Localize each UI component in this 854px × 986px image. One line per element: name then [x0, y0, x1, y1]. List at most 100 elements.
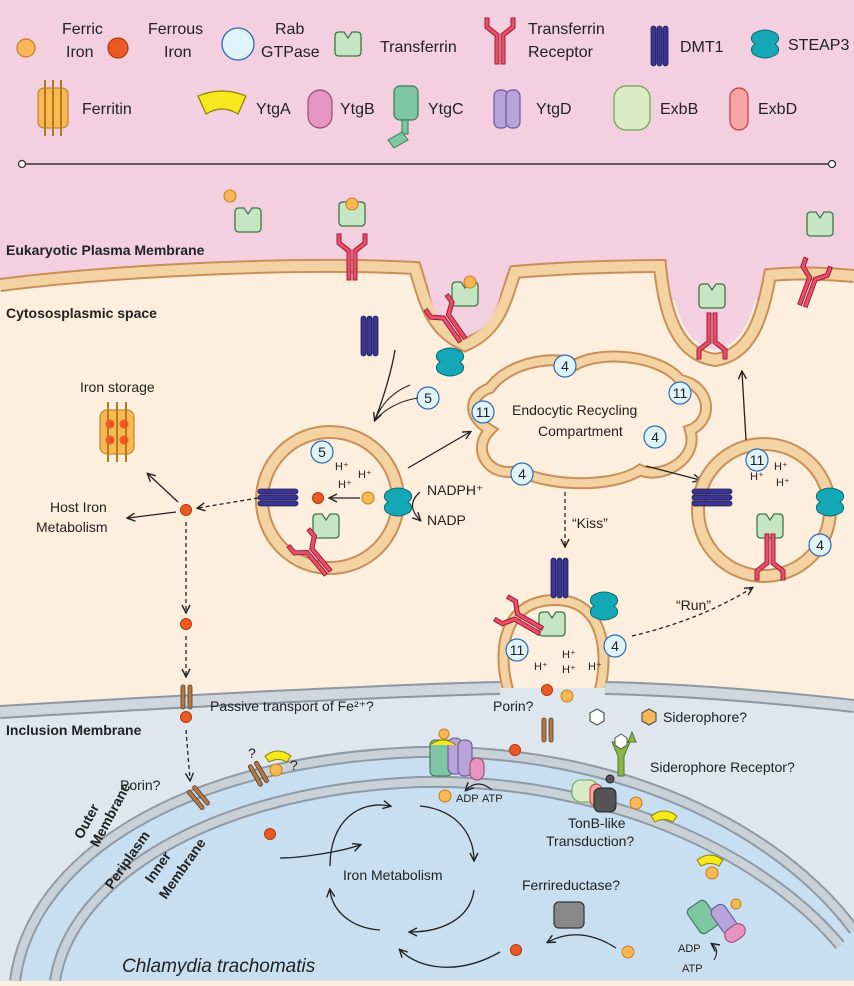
ferrous-endosome — [312, 492, 324, 504]
ferric-released — [560, 689, 574, 703]
rab11-erc-left: 11 — [476, 404, 491, 420]
ytgbcd-complex-2 — [686, 898, 746, 943]
ytga-icon — [197, 90, 247, 115]
adp-label-1: ADP — [456, 793, 479, 805]
ferritin-icon — [37, 80, 69, 136]
ferric-ytga-3 — [705, 866, 719, 880]
rab4-erc-right: 4 — [651, 429, 659, 445]
porin-outer-label: Porin? — [120, 777, 161, 793]
dmt1-kiss — [550, 557, 569, 599]
ferric-periplasm — [629, 796, 643, 810]
porin-inclusion-label: Porin? — [493, 698, 534, 714]
ferric-ytga-1 — [269, 763, 283, 777]
ferric-inner — [621, 945, 635, 959]
h-label-4: H⁺ — [774, 461, 788, 473]
siderophore-label: Siderophore? — [663, 709, 747, 725]
steap3-endosome — [383, 487, 413, 517]
rab4-kiss-label: 4 — [611, 638, 619, 654]
tonb-label-2: Transduction? — [546, 833, 634, 849]
h-label-1: H⁺ — [335, 461, 349, 473]
ytga-question: ? — [290, 757, 298, 773]
siderophore-empty — [589, 708, 605, 726]
h-label-3: H⁺ — [338, 479, 352, 491]
h-label-7: H⁺ — [562, 649, 576, 661]
ferrous-inner — [510, 944, 522, 956]
rab4-recycling-label: 4 — [816, 537, 824, 553]
legend-receptor-label: Transferrin — [528, 21, 605, 38]
porin-question-1: ? — [248, 745, 256, 761]
rab11-recycling-label: 11 — [750, 452, 765, 468]
iron-storage-label: Iron storage — [80, 379, 155, 395]
rab4-kiss — [603, 634, 627, 658]
cytosolic-space-label: Cytososplasmic space — [6, 305, 157, 321]
erc-label: Endocytic Recycling — [512, 402, 637, 418]
h-label-5: H⁺ — [750, 471, 764, 483]
legend-exbb-label: ExbB — [660, 101, 698, 118]
legend-ferrous-label-2: Iron — [164, 44, 192, 61]
rab-gtpase-icon — [221, 27, 255, 61]
legend-dmt1-label: DMT1 — [680, 39, 724, 56]
rab11-recycling — [745, 448, 769, 472]
rab4-erc-bottom: 4 — [518, 466, 526, 482]
ferric-endosome — [361, 491, 375, 505]
h-label-10: H⁺ — [588, 661, 602, 673]
ytgb-icon — [307, 89, 333, 129]
steap3-cytosolic — [435, 347, 465, 377]
ferric-ytg — [438, 789, 452, 803]
extracellular-region — [0, 0, 854, 300]
ferric-iron-icon — [16, 38, 36, 58]
atp-label-2: ATP — [682, 963, 703, 975]
rab11-kiss-label: 11 — [510, 642, 525, 658]
legend-ferric-label-2: Iron — [66, 44, 94, 61]
legend-rab-label-2: GTPase — [261, 44, 320, 61]
legend-ytga-label: YtgA — [256, 101, 291, 118]
dmt1-recycling — [691, 488, 733, 507]
atp-label-1: ATP — [482, 793, 503, 805]
legend: Ferric Iron Ferrous Iron Rab GTPase Tran… — [16, 17, 849, 67]
exbb-icon — [613, 85, 651, 131]
rab5-endosome — [310, 440, 334, 464]
legend-ytgb-label: YtgB — [340, 101, 375, 118]
dmt1-endosome — [257, 488, 299, 507]
siderophore-receptor — [611, 730, 637, 777]
host-iron-label-2: Metabolism — [36, 519, 108, 535]
chlamydia-cytoplasm — [15, 751, 854, 981]
adp-label-2: ADP — [678, 943, 701, 955]
ferrous-to-inclusion — [180, 618, 192, 630]
ferric-in-pit — [463, 275, 477, 289]
legend-ytgc-label: YtgC — [428, 101, 464, 118]
siderophore-loaded — [641, 708, 657, 726]
rab5-endosome-label: 5 — [318, 444, 326, 460]
rab11-erc-right: 11 — [673, 385, 688, 401]
iron-metabolism-label: Iron Metabolism — [343, 867, 443, 883]
steap3-kiss — [589, 591, 619, 621]
ytgd-icon — [493, 89, 521, 129]
steap3-recycling — [815, 487, 845, 517]
dmt1-icon — [650, 25, 669, 67]
passive-transport-label: Passive transport of Fe²⁺? — [210, 698, 374, 714]
exbd-icon — [729, 87, 749, 131]
ferric-iron-extracellular — [223, 189, 237, 203]
nadph-label: NADPH⁺ — [427, 482, 483, 498]
erc-label-2: Compartment — [538, 423, 623, 439]
rab4-recycling — [808, 533, 832, 557]
h-label-8: H⁺ — [534, 661, 548, 673]
h-label-9: H⁺ — [562, 664, 576, 676]
ferrireductase-enzyme — [553, 901, 585, 929]
ferrous-released — [541, 684, 553, 696]
ferrous-cytosol — [180, 504, 192, 516]
tonb-complex — [571, 774, 617, 813]
ferrous-iron-icon — [107, 37, 129, 59]
siderophore-receptor-label: Siderophore Receptor? — [650, 759, 795, 775]
tonb-label: TonB-like — [568, 815, 626, 831]
ferritin-storage — [99, 402, 135, 462]
nadp-label: NADP — [427, 512, 466, 528]
organism-label: Chlamydia trachomatis — [122, 956, 316, 977]
ytgbcd-complex — [429, 728, 485, 781]
legend-transferrin-label: Transferrin — [380, 39, 457, 56]
steap3-icon — [750, 29, 780, 59]
inclusion-membrane-label: Inclusion Membrane — [6, 722, 142, 738]
legend-rab-label: Rab — [275, 21, 304, 38]
